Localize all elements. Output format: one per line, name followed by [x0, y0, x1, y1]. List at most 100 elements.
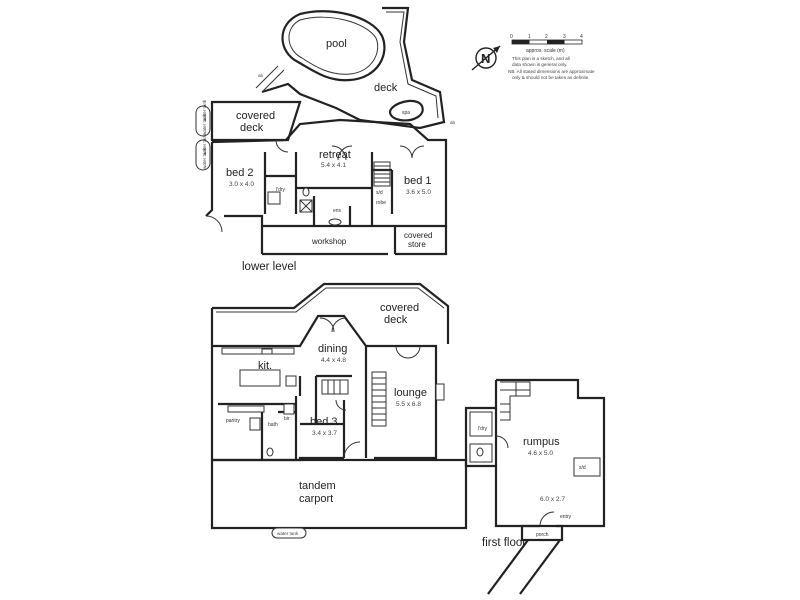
bir-icon [283, 403, 295, 415]
level-label-2: ab [450, 120, 456, 125]
workshop-walls [262, 226, 448, 256]
scale-note-4: only & should not be taken as definite. [512, 75, 590, 80]
ground-covered-deck [210, 282, 450, 346]
retreat-label: retreat [319, 149, 351, 161]
bed2-label: bed 2 [226, 167, 254, 179]
lower-sd-label: s/d [376, 190, 383, 196]
toilet-icon [302, 187, 310, 197]
ground-door-arc-1 [319, 317, 347, 333]
spa-outline [389, 99, 424, 122]
first-floor-laundry-label: l'dry [478, 426, 488, 432]
deck-inner-edge [386, 11, 439, 119]
workshop-label: workshop [311, 237, 347, 246]
north-point: N [471, 45, 501, 71]
tank-label-1: water tank [202, 99, 207, 121]
tank-label-4: water tank [202, 147, 207, 169]
water-tank-2 [195, 139, 211, 171]
scale-tick-0: 0 [510, 34, 513, 40]
first-floor-door-arc-1 [495, 435, 509, 449]
ground-covered-deck-line2: deck [384, 314, 408, 326]
bed1-dims: 3.6 x 5.0 [406, 189, 431, 196]
first-floor-toilet-icon [476, 447, 484, 457]
scale-tick-4: 4 [580, 34, 583, 40]
covered-deck-lower-line1: covered [236, 110, 275, 122]
ground-stairs-small [321, 379, 349, 395]
tandem-carport [210, 458, 468, 530]
ground-internal-walls [218, 346, 368, 460]
bath-shower-icon [249, 417, 261, 431]
kitchen-bench [221, 347, 295, 355]
first-floor-sd-label: s/d [579, 465, 586, 471]
dining-label: dining [318, 343, 347, 355]
laundry-tub-icon [267, 191, 281, 205]
scale-bar-seg3 [547, 40, 565, 44]
scale-bar: 0 1 2 3 4 approx. scale (m) This plan is… [508, 34, 595, 80]
basin-icon [328, 218, 342, 226]
lounge-label: lounge [394, 387, 427, 399]
deck-stairs-rail [255, 65, 285, 93]
covered-deck-lower [210, 100, 302, 142]
first-floor-bath [469, 443, 493, 463]
dining-dims: 4.4 x 4.8 [321, 357, 346, 364]
door-arc-1 [205, 215, 223, 233]
first-floor-door-arc-2 [539, 511, 555, 527]
covered-store-line2: store [408, 240, 426, 249]
pantry-label: pantry [226, 418, 240, 424]
rumpus-label: rumpus [523, 436, 560, 448]
lower-robe-label: robe [376, 200, 386, 206]
lower-building-walls [205, 118, 448, 254]
fireplace-icon [435, 383, 445, 401]
door-arc-3 [399, 145, 425, 159]
ground-water-tank [271, 527, 307, 539]
tank-label-3: water tank [202, 133, 207, 155]
lounge-dims: 5.5 x 6.8 [396, 401, 421, 408]
scale-caption: approx. scale (m) [526, 48, 565, 54]
bath-toilet-icon [266, 447, 274, 457]
lower-laundry-label: l'dry [276, 187, 286, 193]
kitchen-sink-icon [261, 348, 273, 355]
porch-box [520, 524, 564, 542]
porch-label: porch [536, 532, 549, 538]
carport-line2: carport [299, 493, 333, 505]
cooktop-icon [285, 375, 297, 387]
kitchen-label: kit. [258, 360, 272, 372]
pool-label: pool [326, 38, 347, 50]
carport-line1: tandem [299, 480, 336, 492]
door-arc-2 [331, 145, 353, 161]
ground-door-arc-4 [335, 399, 347, 411]
covered-store-line1: covered [404, 231, 432, 240]
spa-label: spa [402, 110, 410, 116]
first-floor-sd [573, 457, 601, 477]
ground-door-arc-2 [395, 345, 421, 359]
bath-label: bath [268, 422, 278, 428]
tank-label-2: water tank [202, 113, 207, 135]
lower-level-plan: pool deck spa covered deck retreat 5.4 x… [195, 6, 456, 273]
first-floor-plan: rumpus 4.6 x 5.0 6.0 x 2.7 l'dry entry p… [464, 378, 606, 595]
bed3-dims: 3.4 x 3.7 [312, 430, 337, 437]
kitchen-island [239, 369, 281, 387]
scale-bar-seg1 [512, 40, 530, 44]
ground-level-plan: covered deck dining 4.4 x 4.8 kit. loung… [210, 282, 468, 539]
scale-tick-1: 1 [528, 34, 531, 40]
first-floor-section-label: first floor [482, 537, 526, 549]
ens-label: ens [333, 208, 342, 214]
door-arc-4 [275, 139, 289, 153]
deck-outline [261, 6, 446, 130]
pantry-shelf [227, 405, 265, 413]
lower-level-section-label: lower level [242, 261, 296, 273]
ground-stairs-main [371, 371, 387, 427]
ground-water-tank-label: water tank [277, 531, 299, 536]
compass-letter: N [481, 51, 490, 66]
ground-covered-deck-line1: covered [380, 302, 419, 314]
scale-tick-2: 2 [545, 34, 548, 40]
pool-outline [281, 10, 386, 82]
bed1-label: bed 1 [404, 175, 432, 187]
deck-label: deck [374, 82, 398, 94]
scale-tick-3: 3 [563, 34, 566, 40]
rumpus-dims2: 6.0 x 2.7 [540, 496, 565, 503]
lower-stairs [373, 161, 391, 187]
bir-label: bir [284, 416, 290, 422]
scale-note-2: data shown is general only. [512, 62, 567, 67]
water-tank-1 [195, 105, 211, 137]
